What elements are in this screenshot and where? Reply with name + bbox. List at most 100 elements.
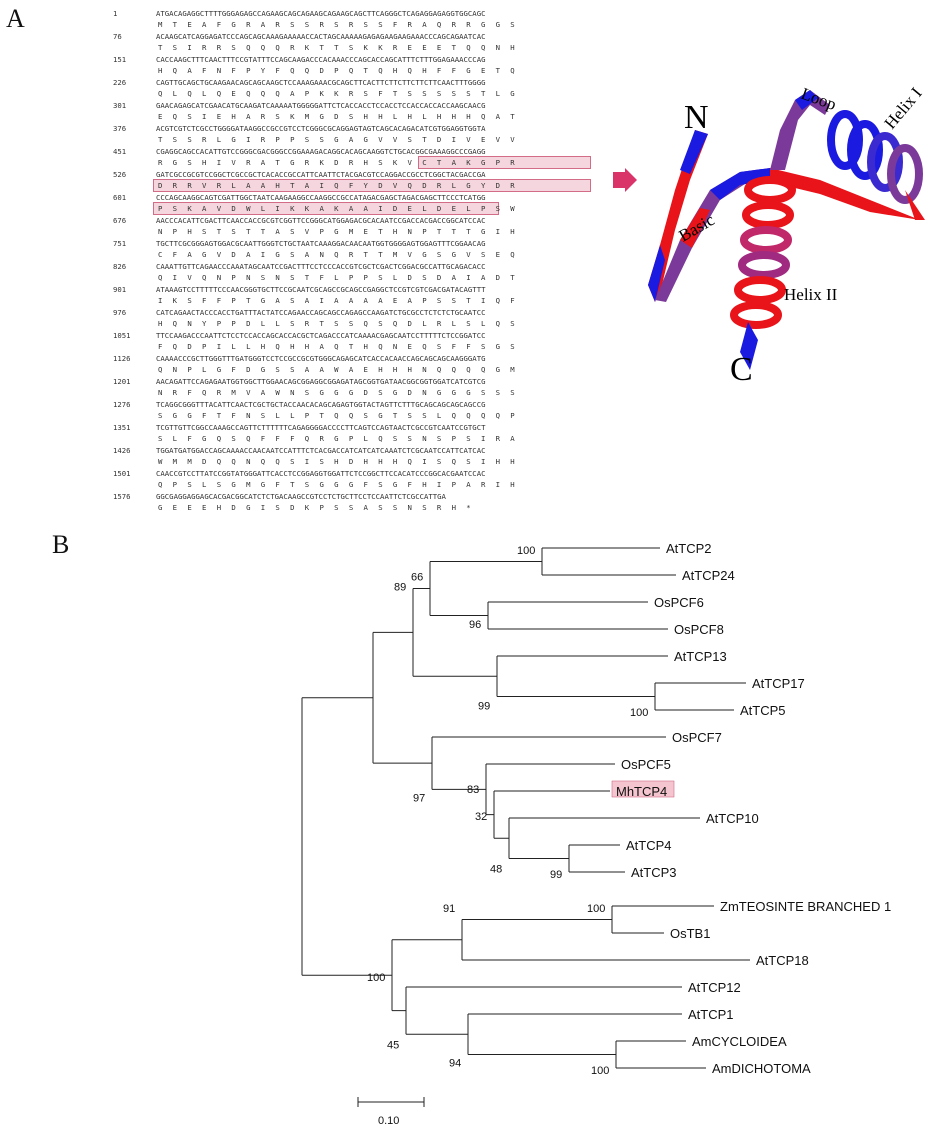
amino-acid-line: C F A G V D A I G S A N Q R T T M V G S … xyxy=(158,250,516,259)
amino-acid-line: H Q N Y P P D L L S R T S S Q S Q D L R … xyxy=(158,319,516,328)
taxon-label: OsPCF6 xyxy=(654,595,704,610)
tree-taxa: AtTCP2AtTCP24OsPCF6OsPCF8AtTCP13AtTCP17A… xyxy=(611,541,891,1076)
nucleotide-line: TGGATGATGGACCAGCAAAACCAACAATCCATTTCTCACG… xyxy=(156,446,486,455)
basic-ribbon-blue xyxy=(710,168,770,200)
taxon-label: AtTCP2 xyxy=(666,541,712,556)
phylogenetic-tree: AtTCP2AtTCP24OsPCF6OsPCF8AtTCP13AtTCP17A… xyxy=(301,541,891,1127)
nucleotide-line: ATAAAGTCCTTTTTCCCAACGGGTGCTTCCGCAATCGCAG… xyxy=(156,285,486,294)
nucleotide-line: CAAAACCCGCTTGGGTTTGATGGGTCCTCCGCCGCGTGGG… xyxy=(156,354,486,363)
strand-n-tail xyxy=(648,245,665,302)
helix-1 xyxy=(827,110,925,220)
nucleotide-line: AACCCACATTCGACTTCAACCACCGCGTCGGTTCCGGGCA… xyxy=(156,216,486,225)
taxon-label: AmCYCLOIDEA xyxy=(692,1034,787,1049)
bootstrap-value: 94 xyxy=(449,1058,461,1070)
taxon-label: OsPCF5 xyxy=(621,757,671,772)
sequence-panel: A 1 ATGACAGAGGCTTTTGGGAGAGCCAGAAGCAGCAGAA… xyxy=(0,0,945,520)
amino-acid-line: F Q D P I L L H Q H H A Q T H Q N E Q S … xyxy=(158,342,516,351)
taxon-label: OsPCF8 xyxy=(674,622,724,637)
taxon-label: OsTB1 xyxy=(670,926,710,941)
amino-acid-line: E Q S I E H A R S K M G D S H H L H L H … xyxy=(158,112,516,121)
taxon-label: AtTCP12 xyxy=(688,980,741,995)
nucleotide-line: AACAGATTCCAGAGAATGGTGGCTTGGAACAGCGGAGGCG… xyxy=(156,377,486,386)
amino-acid-line: M T E A F G R A R S S R S R S S F R A Q … xyxy=(158,20,516,29)
panel-a-label: A xyxy=(6,4,25,33)
nucleotide-line: CCCAGCAAGGCAGTCGATTGGCTAATCAAGAAGGCCAAGG… xyxy=(156,193,486,202)
bootstrap-value: 66 xyxy=(411,572,423,584)
amino-acid-line: T S I R R S Q Q Q R K T T S K K R E E E … xyxy=(158,43,516,52)
sequence-position: 151 xyxy=(113,55,127,64)
bootstrap-value: 97 xyxy=(413,792,425,804)
sequence-position: 451 xyxy=(113,147,127,156)
amino-acid-line: Q P S L S G M G F T S G G G F S G F H I … xyxy=(158,480,516,489)
nucleotide-line: ATGACAGAGGCTTTTGGGAGAGCCAGAAGCAGCAGAAGCA… xyxy=(156,9,486,18)
sequence-position: 76 xyxy=(113,32,122,41)
sequence-position: 751 xyxy=(113,239,127,248)
sequence-position: 301 xyxy=(113,101,127,110)
nucleotide-line: CAACCGTCCTTATCCGGTATGGGATTCACCTCCGGAGGTG… xyxy=(156,469,486,478)
nucleotide-line: TCAGGCGGGTTTACATTCAACTCGCTGCTACCAACACAGC… xyxy=(156,400,486,409)
basic-ribbon-red xyxy=(680,208,710,248)
taxon-label: AmDICHOTOMA xyxy=(712,1061,811,1076)
sequence-position: 1576 xyxy=(113,492,131,501)
amino-acid-line: S L F G Q S Q F F F Q R G P L Q S S N S … xyxy=(158,434,516,443)
sequence-position: 1126 xyxy=(113,354,131,363)
taxon-label: AtTCP1 xyxy=(688,1007,734,1022)
n-terminus-label: N xyxy=(684,99,709,136)
amino-acid-line: Q N P L G F D G S S A A W A E H H H N Q … xyxy=(158,365,516,374)
panel-b-label: B xyxy=(52,530,70,559)
nucleotide-line: GGCGAGGAGGAGCACGACGGCATCTCTGACAAGCCGTCCT… xyxy=(156,492,446,501)
taxon-label: AtTCP18 xyxy=(756,953,809,968)
sequence-position: 226 xyxy=(113,78,127,87)
tcp-domain-highlight-1 xyxy=(418,156,591,169)
taxon-label: AtTCP5 xyxy=(740,703,786,718)
bootstrap-value: 99 xyxy=(550,869,562,881)
taxon-label: AtTCP3 xyxy=(631,865,677,880)
helix-2-label: Helix II xyxy=(784,285,838,304)
sequence-position: 901 xyxy=(113,285,127,294)
bootstrap-value: 100 xyxy=(517,545,535,557)
taxon-label: AtTCP13 xyxy=(674,649,727,664)
strand-n-blue xyxy=(680,130,708,174)
taxon-label: AtTCP4 xyxy=(626,838,672,853)
bootstrap-value: 48 xyxy=(490,864,502,876)
sequence-position: 826 xyxy=(113,262,127,271)
nucleotide-line: CGAGGCAGCCACATTGTCCGGGCGACGGGCCGGAAAGACA… xyxy=(156,147,486,156)
nucleotide-line: GATCGCCGCGTCCGGCTCGCCGCTCACACCGCCATTCAAT… xyxy=(156,170,486,179)
amino-acid-line: T S S R L G I R P P S S G A G V V S T D … xyxy=(158,135,516,144)
bootstrap-value: 100 xyxy=(591,1065,609,1077)
amino-acid-line: N P H S T S T T A S V P G M E T H N P T … xyxy=(158,227,516,236)
helix-1-label: Helix I xyxy=(881,84,926,133)
amino-acid-line: D R R V R L A A H T A I Q F Y D V Q D R … xyxy=(158,181,516,190)
nucleotide-line: CACCAAGCTTTCAACTTTCCGTATTTCCAGCAAGACCCAC… xyxy=(156,55,486,64)
bootstrap-value: 89 xyxy=(394,582,406,594)
sequence-position: 1 xyxy=(113,9,118,18)
bootstrap-value: 83 xyxy=(467,784,479,796)
sequence-position: 976 xyxy=(113,308,127,317)
taxon-label: AtTCP17 xyxy=(752,676,805,691)
nucleotide-line: CAAATTGTTCAGAACCCAAATAGCAATCCGACTTTCCTCC… xyxy=(156,262,486,271)
taxon-label: AtTCP10 xyxy=(706,811,759,826)
nucleotide-line: GAACAGAGCATCGAACATGCAAGATCAAAAATGGGGGATT… xyxy=(156,101,486,110)
tree-branches xyxy=(301,547,750,1069)
tcp-domain-highlight-3 xyxy=(153,202,499,215)
nucleotide-line: ACAAGCATCAGGAGATCCCAGCAGCAAAGAAAAACCACTA… xyxy=(156,32,486,41)
taxon-label: OsPCF7 xyxy=(672,730,722,745)
nucleotide-line: TCGTTGTTCGGCCAAAGCCAGTTCTTTTTTCAGAGGGGAC… xyxy=(156,423,486,432)
nucleotide-line: TGCTTCGCGGGAGTGGACGCAATTGGGTCTGCTAATCAAA… xyxy=(156,239,486,248)
amino-acid-line: H Q A F N F P Y F Q Q D P Q T Q H Q H F … xyxy=(158,66,516,75)
sequence-position: 1051 xyxy=(113,331,131,340)
sequence-position: 526 xyxy=(113,170,127,179)
tcp-domain-highlight-2 xyxy=(153,179,591,192)
loop-blue xyxy=(795,90,818,110)
amino-acid-line: R G S H I V R A T G R K D R H S K V C T … xyxy=(158,158,516,167)
nucleotide-line: CATCAGAACTACCCACCTGATTTACTATCCAGAACCAGCA… xyxy=(156,308,486,317)
bootstrap-value: 100 xyxy=(587,903,605,915)
scale-bar-label: 0.10 xyxy=(378,1115,399,1127)
taxon-label: MhTCP4 xyxy=(616,784,667,799)
helix-2 xyxy=(730,176,796,370)
sequence-position: 1351 xyxy=(113,423,131,432)
sequence-position: 601 xyxy=(113,193,127,202)
scale-bar: 0.10 xyxy=(357,1097,425,1127)
amino-acid-line: P S K A V D W L I K K A K A A I D E L D … xyxy=(158,204,516,213)
